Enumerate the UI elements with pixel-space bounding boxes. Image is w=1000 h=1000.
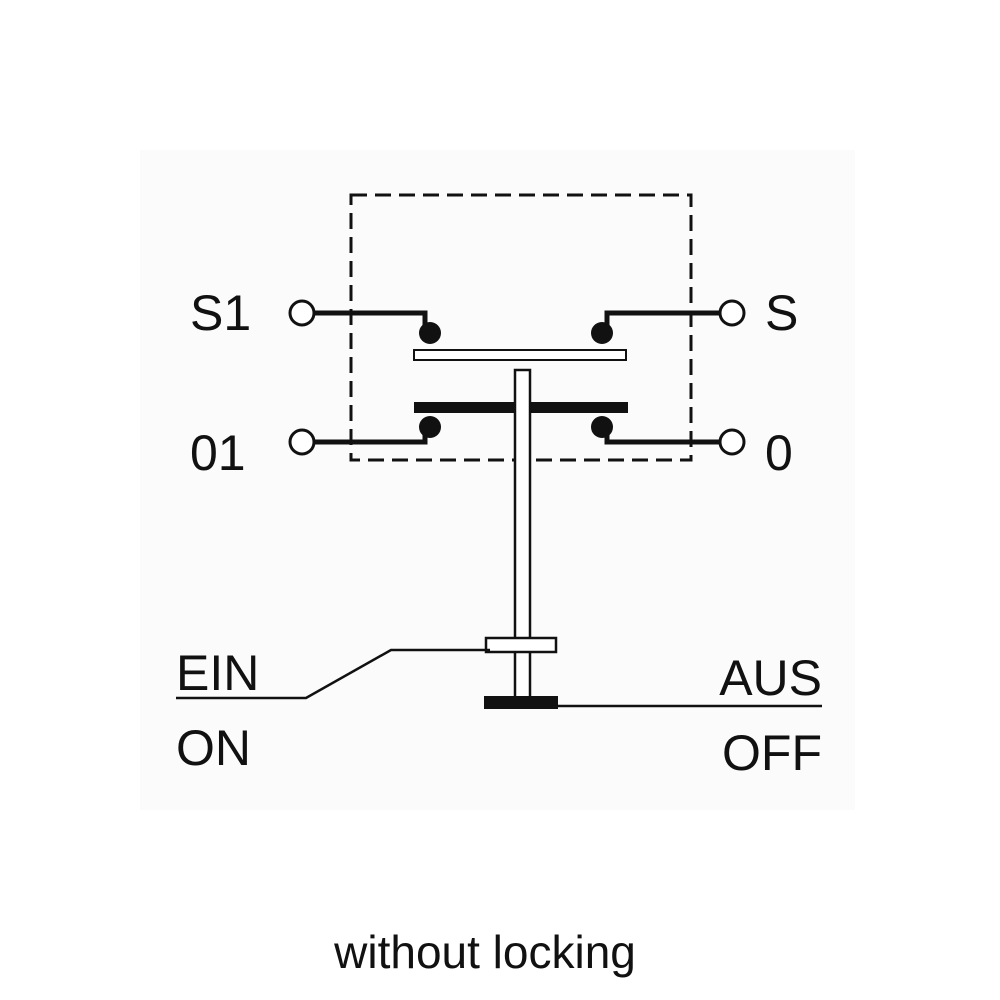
off-label-english: OFF [722, 725, 822, 781]
contact-0-dot [591, 416, 613, 438]
on-label-german: EIN [176, 645, 259, 701]
terminal-0-label: 0 [765, 425, 793, 481]
terminal-01-label: 01 [190, 425, 246, 481]
upper-contact-bridge [413, 349, 627, 361]
caption: without locking [333, 926, 636, 978]
contact-01-dot [419, 416, 441, 438]
terminal-0-circle [718, 428, 746, 456]
actuator-collar [484, 636, 558, 654]
contact-s-dot [591, 322, 613, 344]
wire-s1 [314, 310, 428, 328]
off-label-german: AUS [719, 650, 822, 706]
terminal-s1-circle [288, 299, 316, 327]
actuator-base-plate [484, 696, 558, 709]
terminal-s-circle [718, 299, 746, 327]
terminal-s1-label: S1 [190, 285, 251, 341]
on-label-english: ON [176, 720, 251, 776]
diagram-background [140, 150, 855, 810]
terminal-s-label: S [765, 285, 798, 341]
wire-s [604, 310, 720, 328]
on-position-line [176, 648, 490, 700]
terminal-01-circle [288, 428, 316, 456]
contact-s1-dot [419, 322, 441, 344]
